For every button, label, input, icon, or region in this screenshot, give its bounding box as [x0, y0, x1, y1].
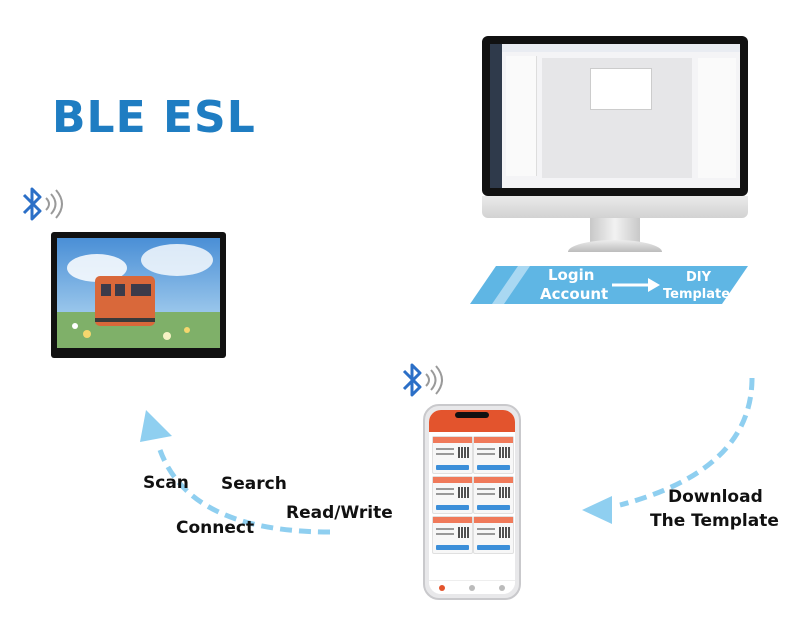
train-illustration — [57, 238, 220, 348]
banner-arrow-head — [648, 278, 660, 292]
template-card — [432, 516, 473, 554]
esl-display — [51, 232, 226, 358]
download-arrow-head — [582, 496, 612, 524]
account-label: Account — [540, 285, 609, 303]
editor-sidebar — [490, 44, 502, 188]
readwrite-label: Read/Write — [286, 503, 393, 523]
download-arc — [619, 377, 755, 508]
signal-waves-icon — [45, 189, 63, 219]
login-banner — [470, 266, 748, 304]
template-card — [473, 516, 514, 554]
search-label: Search — [221, 474, 287, 494]
download-label-line1: Download — [668, 487, 763, 507]
login-label: Login — [548, 266, 595, 284]
monitor-screen — [482, 36, 748, 196]
editor-topbar — [502, 44, 740, 52]
editor-panel — [506, 56, 537, 176]
scan-label: Scan — [143, 473, 189, 493]
app-tabbar — [429, 580, 515, 594]
esl-screen-image — [57, 238, 220, 348]
banner-stripe — [492, 266, 530, 304]
phone-notch — [455, 412, 489, 418]
monitor-chin — [482, 196, 748, 218]
monitor-base — [568, 240, 662, 252]
download-label-line2: The Template — [650, 511, 779, 531]
home-tab-icon — [439, 585, 445, 591]
template-card — [473, 436, 514, 474]
bluetooth-icon — [22, 187, 42, 221]
app-header — [429, 410, 515, 432]
page-title: BLE ESL — [52, 92, 256, 143]
template-label: Template — [663, 287, 731, 302]
template-tab-icon — [469, 585, 475, 591]
signal-waves-icon — [425, 365, 443, 395]
computer-monitor — [482, 36, 748, 256]
template-card — [473, 476, 514, 514]
scan-arc — [157, 449, 331, 535]
template-preview — [590, 68, 652, 110]
phone-screen — [429, 410, 515, 594]
monitor-stand — [590, 218, 640, 242]
editor-properties — [698, 58, 736, 178]
web-editor-screenshot — [490, 44, 740, 188]
profile-tab-icon — [499, 585, 505, 591]
diy-label: DIY — [686, 270, 712, 285]
connect-label: Connect — [176, 518, 255, 538]
smartphone — [423, 404, 521, 600]
template-card — [432, 436, 473, 474]
scan-arrow-head — [140, 410, 172, 442]
bluetooth-icon — [402, 363, 422, 397]
template-card — [432, 476, 473, 514]
